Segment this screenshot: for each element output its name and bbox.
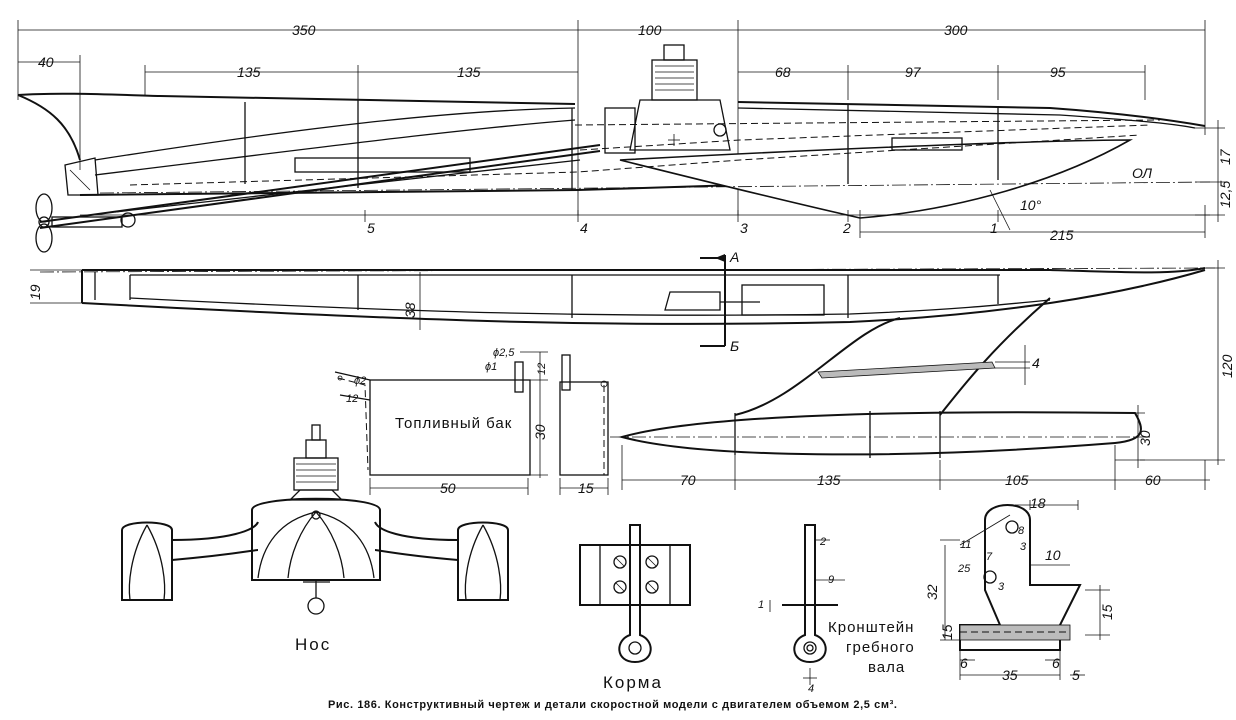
dim-18: 18 <box>1030 495 1046 511</box>
dim-97: 97 <box>905 64 922 80</box>
dim-12-pipe: 12 <box>346 393 358 405</box>
bow-view-drawing <box>121 424 509 615</box>
dim-100: 100 <box>638 22 662 38</box>
section-b: Б <box>730 338 739 354</box>
station-marks <box>364 210 999 222</box>
engine-side <box>604 44 731 154</box>
figure-caption: Рис. 186. Конструктивный чертеж и детали… <box>328 699 898 711</box>
dim-1: 1 <box>758 599 764 611</box>
dim-4-shaft: 4 <box>808 683 814 695</box>
dim-95: 95 <box>1050 64 1066 80</box>
dim-135a: 135 <box>237 64 261 80</box>
dim-15-tank: 15 <box>578 480 594 496</box>
station-1: 1 <box>990 220 998 236</box>
dim-350: 350 <box>292 22 316 38</box>
station-3: 3 <box>740 220 748 236</box>
top-dimension-lines <box>17 20 1206 215</box>
fuel-tank-drawing <box>334 351 609 495</box>
dim-135b: 135 <box>457 64 481 80</box>
dim-15-left: 15 <box>939 624 955 640</box>
station-2: 2 <box>842 220 851 236</box>
float-plan <box>610 297 1210 490</box>
stern-view-drawing <box>579 524 691 664</box>
dim-12-5: 12,5 <box>1217 181 1233 208</box>
dim-25: 25 <box>957 563 971 575</box>
dim-105: 105 <box>1005 472 1029 488</box>
dim-300: 300 <box>944 22 968 38</box>
dim-10: 10 <box>1045 547 1061 563</box>
dim-135c: 135 <box>817 472 841 488</box>
dim-70: 70 <box>680 472 696 488</box>
dim-4-float: 4 <box>1032 355 1040 371</box>
station-5: 5 <box>367 220 375 236</box>
dim-17: 17 <box>1217 148 1233 165</box>
bracket-detail-drawing <box>940 500 1110 680</box>
fuel-tank-label: Топливный бак <box>395 415 512 432</box>
dim-30-tank: 30 <box>532 424 548 440</box>
station-4: 4 <box>580 220 588 236</box>
dim-38: 38 <box>402 302 418 318</box>
dim-2: 2 <box>819 536 826 548</box>
dim-9: 9 <box>828 574 834 586</box>
dim-12-tank: 12 <box>536 363 548 375</box>
dim-8: 8 <box>1018 525 1025 537</box>
dim-11: 11 <box>960 539 971 551</box>
bracket-label-2: гребного <box>846 639 915 656</box>
dim-3a: 3 <box>1020 541 1027 553</box>
dim-15-right: 15 <box>1099 604 1115 620</box>
dim-120: 120 <box>1219 354 1235 378</box>
dim-10deg: 10° <box>1020 197 1042 213</box>
ol-label: ОЛ <box>1132 165 1152 181</box>
dim-50: 50 <box>440 480 456 496</box>
side-view-hull <box>17 44 1225 253</box>
dim-35: 35 <box>1002 667 1018 683</box>
shaft-bracket-drawing <box>769 524 845 685</box>
bow-label: Нос <box>295 635 331 654</box>
dim-215: 215 <box>1049 227 1074 243</box>
dim-30-float: 30 <box>1137 430 1153 446</box>
stern-label: Корма <box>603 673 663 692</box>
dim-3b: 3 <box>998 581 1005 593</box>
dim-5: 5 <box>1072 667 1080 683</box>
bracket-label-3: вала <box>868 659 905 676</box>
dim-phi2: ϕ2 <box>354 375 366 387</box>
dim-68: 68 <box>775 64 791 80</box>
dim-19: 19 <box>27 284 43 300</box>
dim-40: 40 <box>38 54 54 70</box>
dim-60: 60 <box>1145 472 1161 488</box>
dim-phi2-5: ϕ2,5 <box>493 347 515 359</box>
dim-6b: 6 <box>1052 655 1060 671</box>
dim-phi1: ϕ1 <box>485 361 497 373</box>
dim-6a: 6 <box>960 655 968 671</box>
plan-view-hull <box>30 254 1225 465</box>
bracket-label-1: Кронштейн <box>828 619 914 636</box>
section-a: A <box>729 249 739 265</box>
dim-7: 7 <box>986 551 993 563</box>
dim-32: 32 <box>924 584 940 600</box>
